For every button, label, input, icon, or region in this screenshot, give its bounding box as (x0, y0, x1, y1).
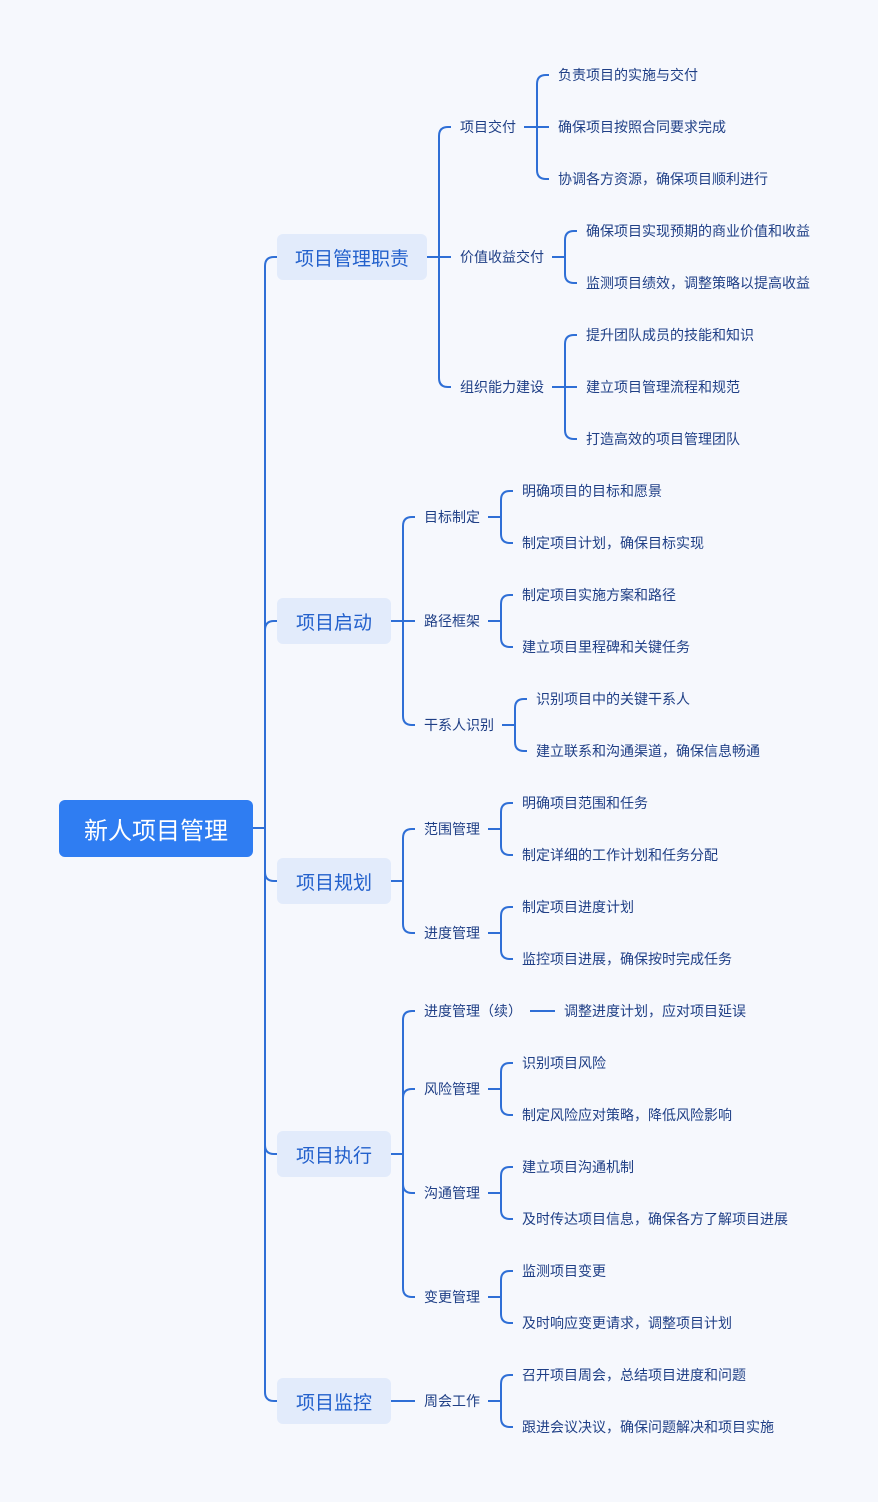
root-node[interactable]: 新人项目管理 (59, 800, 253, 857)
leaf-item[interactable]: 明确项目的目标和愿景 (522, 483, 662, 499)
topic-org-capability[interactable]: 组织能力建设 (460, 379, 544, 395)
leaf-item[interactable]: 制定项目实施方案和路径 (522, 587, 676, 603)
branch-project-responsibilities[interactable]: 项目管理职责 (277, 234, 427, 280)
leaf-item[interactable]: 监测项目变更 (522, 1263, 606, 1279)
topic-path-framework[interactable]: 路径框架 (424, 613, 480, 629)
branch-project-execution[interactable]: 项目执行 (277, 1131, 391, 1177)
leaf-item[interactable]: 确保项目按照合同要求完成 (558, 119, 726, 135)
connector-line (488, 1166, 513, 1220)
leaf-item[interactable]: 调整进度计划，应对项目延误 (564, 1003, 746, 1019)
topic-project-delivery[interactable]: 项目交付 (460, 119, 516, 135)
leaf-item[interactable]: 建立项目管理流程和规范 (586, 379, 740, 395)
connector-line (502, 698, 527, 752)
leaf-item[interactable]: 协调各方资源，确保项目顺利进行 (558, 171, 768, 187)
connector-line (488, 1062, 513, 1116)
leaf-item[interactable]: 打造高效的项目管理团队 (586, 431, 740, 447)
leaf-item[interactable]: 建立项目沟通机制 (522, 1159, 634, 1175)
topic-risk-management[interactable]: 风险管理 (424, 1081, 480, 1097)
connector-line (253, 256, 277, 1402)
topic-stakeholder-identification[interactable]: 干系人识别 (424, 717, 494, 733)
leaf-item[interactable]: 提升团队成员的技能和知识 (586, 327, 754, 343)
topic-goal-setting[interactable]: 目标制定 (424, 509, 480, 525)
branch-project-monitoring[interactable]: 项目监控 (277, 1378, 391, 1424)
topic-scope-management[interactable]: 范围管理 (424, 821, 480, 837)
branch-project-planning[interactable]: 项目规划 (277, 858, 391, 904)
leaf-item[interactable]: 制定项目计划，确保目标实现 (522, 535, 704, 551)
leaf-item[interactable]: 跟进会议决议，确保问题解决和项目实施 (522, 1419, 774, 1435)
leaf-item[interactable]: 及时传达项目信息，确保各方了解项目进展 (522, 1211, 788, 1227)
connector-line (391, 1010, 415, 1298)
connector-line (488, 594, 513, 648)
leaf-item[interactable]: 召开项目周会，总结项目进度和问题 (522, 1367, 746, 1383)
leaf-item[interactable]: 监测项目绩效，调整策略以提高收益 (586, 275, 810, 291)
leaf-item[interactable]: 制定风险应对策略，降低风险影响 (522, 1107, 732, 1123)
branch-project-initiation[interactable]: 项目启动 (277, 598, 391, 644)
connector-line (552, 230, 577, 284)
connector-line (427, 126, 451, 388)
topic-change-management[interactable]: 变更管理 (424, 1289, 480, 1305)
connector-line (391, 516, 415, 726)
connector-line (488, 906, 513, 960)
topic-value-delivery[interactable]: 价值收益交付 (460, 249, 544, 265)
leaf-item[interactable]: 识别项目风险 (522, 1055, 606, 1071)
topic-schedule-management-cont[interactable]: 进度管理（续） (424, 1003, 522, 1019)
connector-line (391, 828, 415, 934)
connector-line (488, 1270, 513, 1324)
topic-schedule-management[interactable]: 进度管理 (424, 925, 480, 941)
leaf-item[interactable]: 确保项目实现预期的商业价值和收益 (586, 223, 810, 239)
leaf-item[interactable]: 负责项目的实施与交付 (558, 67, 698, 83)
leaf-item[interactable]: 建立联系和沟通渠道，确保信息畅通 (536, 743, 760, 759)
connector-line (488, 490, 513, 544)
leaf-item[interactable]: 建立项目里程碑和关键任务 (522, 639, 690, 655)
topic-weekly-meeting[interactable]: 周会工作 (424, 1393, 480, 1409)
leaf-item[interactable]: 明确项目范围和任务 (522, 795, 648, 811)
topic-communication-management[interactable]: 沟通管理 (424, 1185, 480, 1201)
leaf-item[interactable]: 及时响应变更请求，调整项目计划 (522, 1315, 732, 1331)
leaf-item[interactable]: 监控项目进展，确保按时完成任务 (522, 951, 732, 967)
leaf-item[interactable]: 制定详细的工作计划和任务分配 (522, 847, 718, 863)
leaf-item[interactable]: 识别项目中的关键干系人 (536, 691, 690, 707)
connector-line (488, 1374, 513, 1428)
connector-line (524, 74, 549, 180)
leaf-item[interactable]: 制定项目进度计划 (522, 899, 634, 915)
connector-line (552, 334, 577, 440)
connector-line (488, 802, 513, 856)
